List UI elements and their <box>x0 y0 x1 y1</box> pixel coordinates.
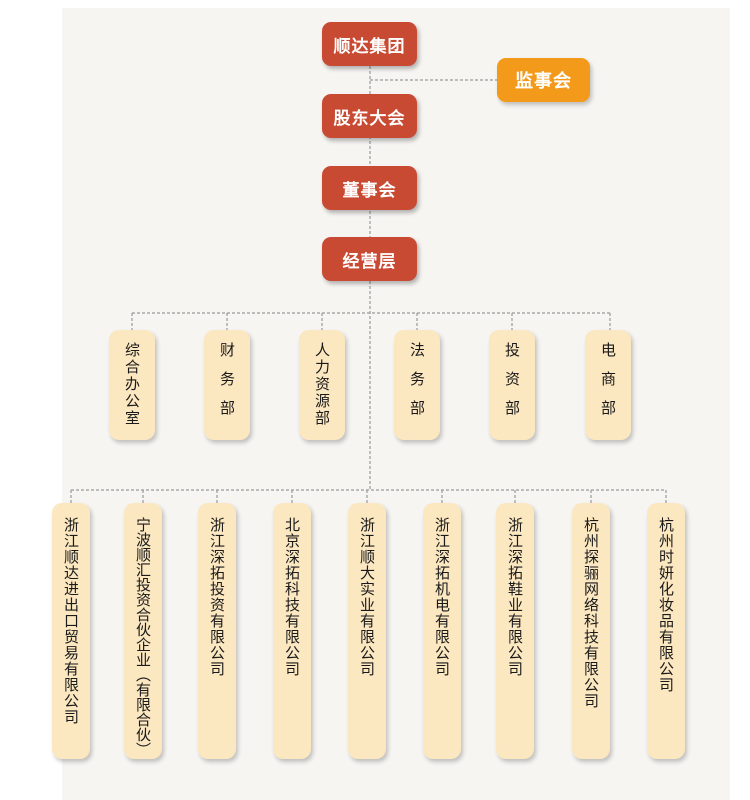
department-label: 法务部 <box>408 342 426 429</box>
department-finance[interactable]: 财务部 <box>204 330 250 440</box>
company-label: 宁波顺汇投资合伙企业（有限合伙） <box>134 517 152 757</box>
company-label: 浙江顺大实业有限公司 <box>358 517 376 677</box>
department-investment[interactable]: 投资部 <box>489 330 535 440</box>
company-box[interactable]: 北京深拓科技有限公司 <box>273 503 311 759</box>
company-box[interactable]: 杭州时妍化妆品有限公司 <box>647 503 685 759</box>
department-legal[interactable]: 法务部 <box>394 330 440 440</box>
company-box[interactable]: 浙江顺大实业有限公司 <box>348 503 386 759</box>
management-box[interactable]: 经营层 <box>322 237 417 281</box>
company-label: 北京深拓科技有限公司 <box>283 517 301 677</box>
company-label: 杭州时妍化妆品有限公司 <box>657 517 675 693</box>
company-box[interactable]: 浙江顺达进出口贸易有限公司 <box>52 503 90 759</box>
department-human-resources[interactable]: 人力资源部 <box>299 330 345 440</box>
company-label: 浙江深拓机电有限公司 <box>433 517 451 677</box>
company-box[interactable]: 宁波顺汇投资合伙企业（有限合伙） <box>124 503 162 759</box>
company-label: 杭州探骊网络科技有限公司 <box>582 517 600 709</box>
company-label: 浙江顺达进出口贸易有限公司 <box>62 517 80 725</box>
company-box[interactable]: 浙江深拓机电有限公司 <box>423 503 461 759</box>
department-label: 投资部 <box>503 342 521 429</box>
department-label: 电商部 <box>599 342 617 429</box>
company-label: 浙江深拓投资有限公司 <box>208 517 226 677</box>
department-label: 人力资源部 <box>313 342 331 427</box>
company-box[interactable]: 杭州探骊网络科技有限公司 <box>572 503 610 759</box>
shareholders-meeting-box[interactable]: 股东大会 <box>322 94 417 138</box>
department-general-office[interactable]: 综合办公室 <box>109 330 155 440</box>
supervisory-board-box[interactable]: 监事会 <box>497 58 590 102</box>
company-box[interactable]: 浙江深拓投资有限公司 <box>198 503 236 759</box>
department-label: 财务部 <box>218 342 236 429</box>
company-box[interactable]: 浙江深拓鞋业有限公司 <box>496 503 534 759</box>
group-box[interactable]: 顺达集团 <box>322 22 417 66</box>
board-box[interactable]: 董事会 <box>322 166 417 210</box>
company-label: 浙江深拓鞋业有限公司 <box>506 517 524 677</box>
department-ecommerce[interactable]: 电商部 <box>585 330 631 440</box>
department-label: 综合办公室 <box>123 342 141 427</box>
